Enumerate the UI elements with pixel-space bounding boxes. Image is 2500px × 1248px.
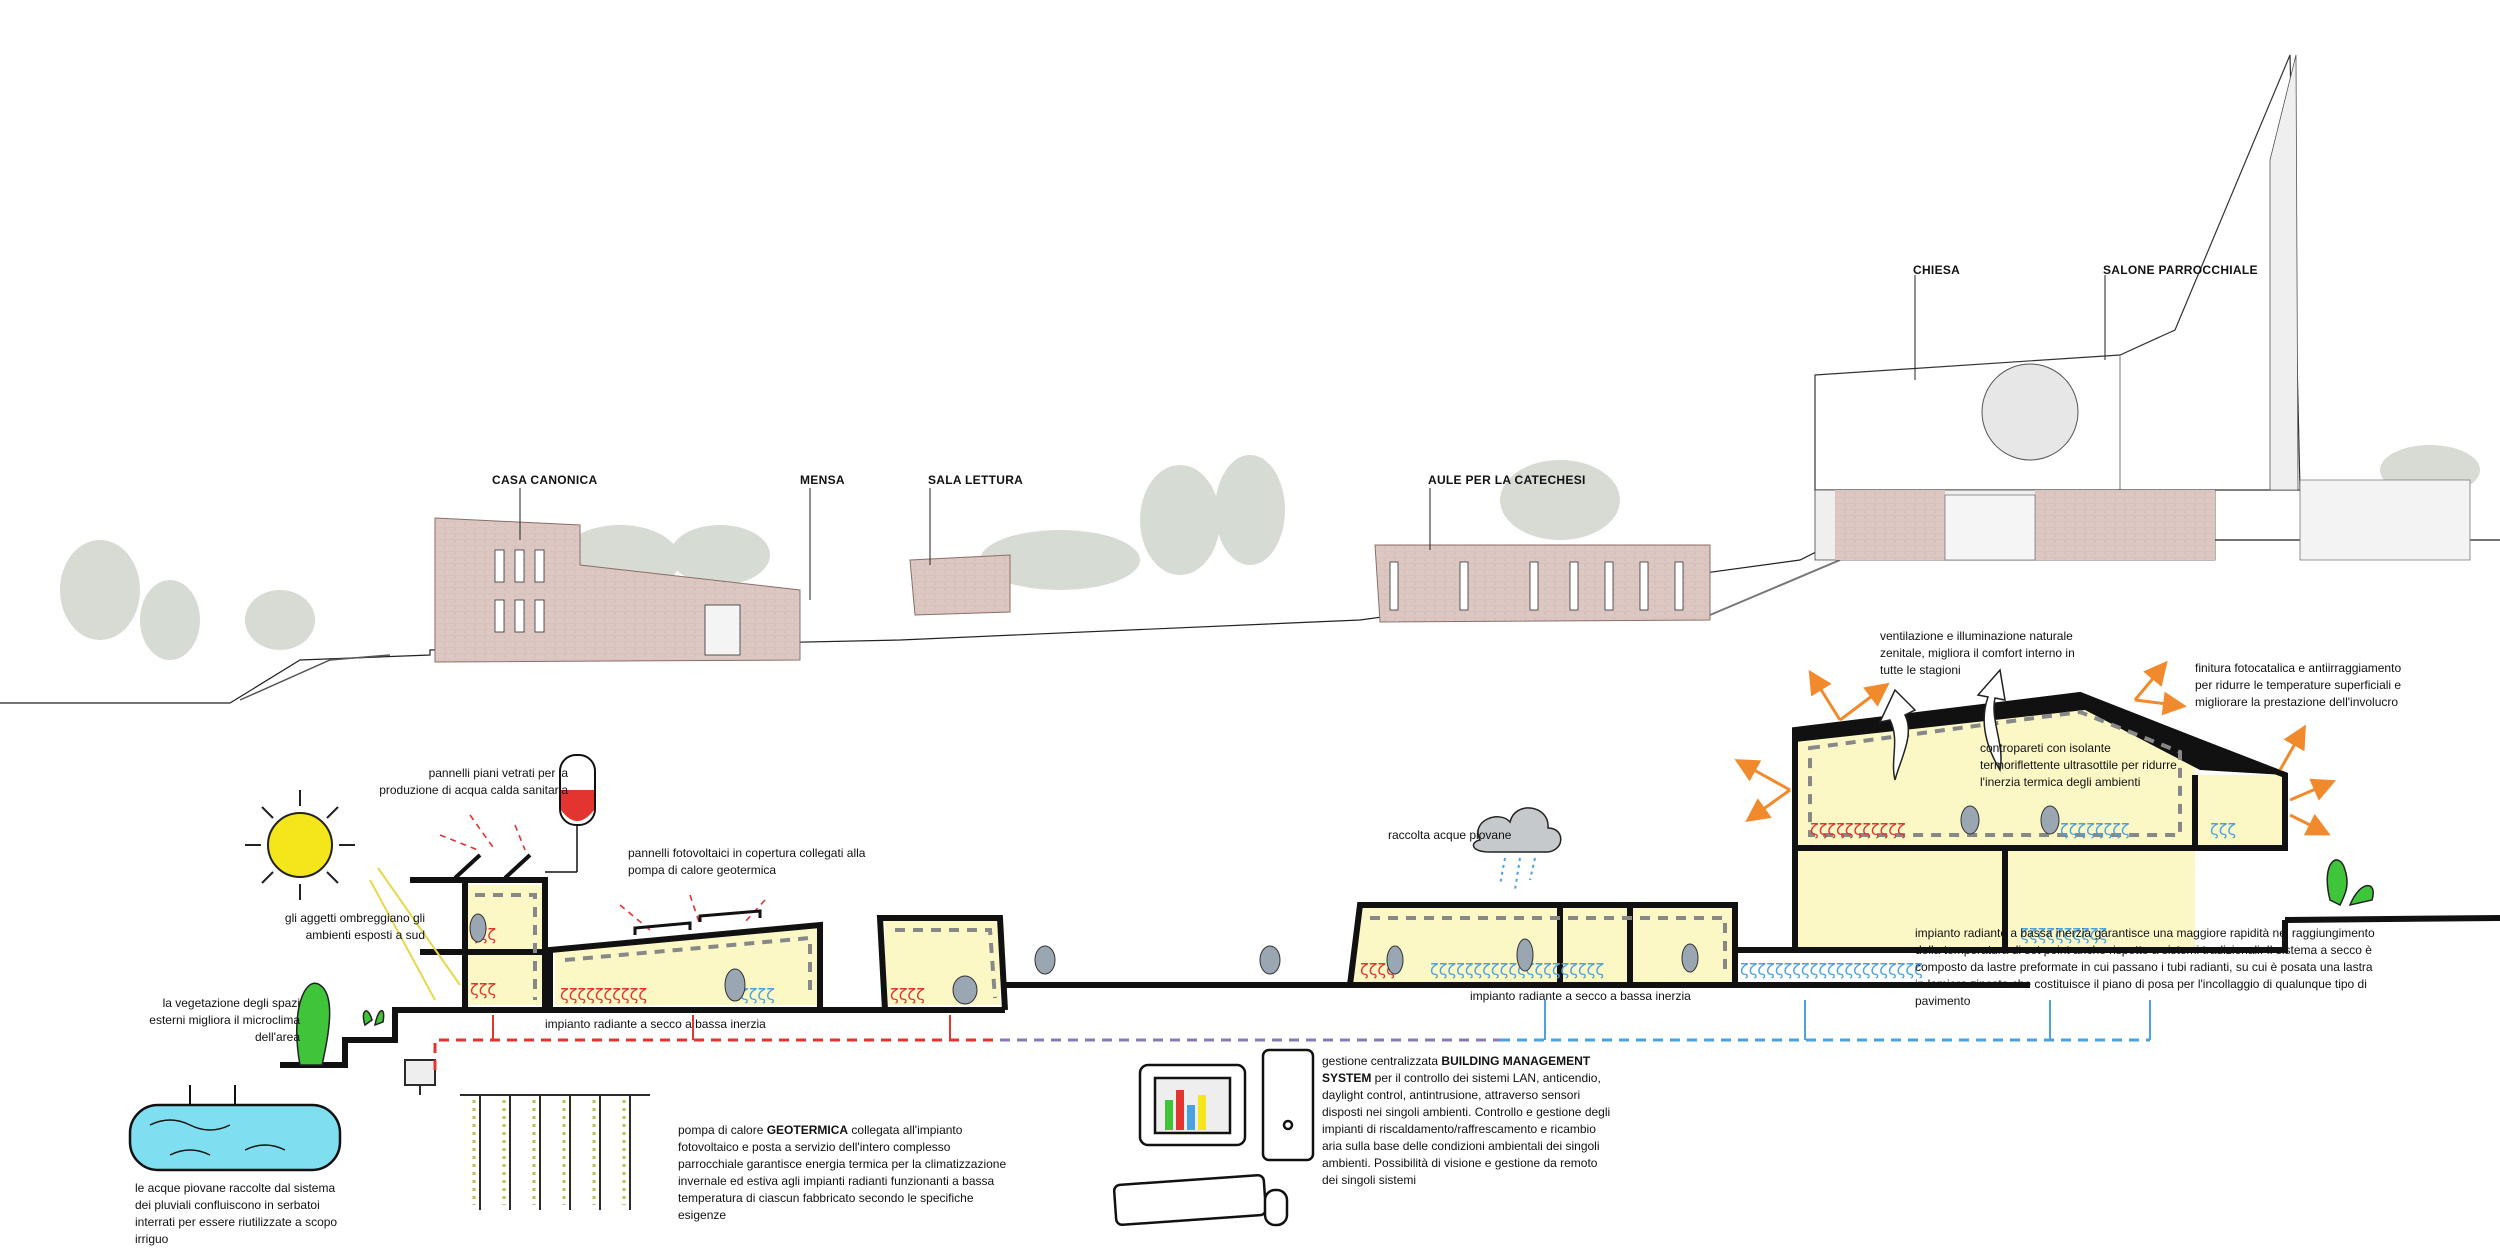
svg-text:ζζζζ: ζζζζ [1360,960,1395,979]
building-aule-catechesi [1374,544,1711,623]
sun-icon [245,790,355,900]
roof-fill [1795,695,2285,775]
note-raccolta-acque: raccolta acque piovane [1388,828,1512,842]
note-pannelli-piani: pannelli piani vetrati per la produzione… [379,766,568,797]
label-salone-parrocchiale: SALONE PARROCCHIALE [2103,263,2258,277]
svg-text:ζζζ: ζζζ [2210,820,2236,839]
rainwater-cistern-icon [128,1085,342,1172]
label-mensa: MENSA [800,473,845,487]
solar-thermal-panels-icon [453,853,532,880]
geothermal-probes-icon [404,1059,650,1210]
note-pannelli-fotovoltaici: pannelli fotovoltaici in copertura colle… [628,846,866,877]
svg-text:ζζζζ: ζζζζ [890,985,925,1004]
rain-cloud-icon [1472,807,1562,891]
svg-text:ζζζ: ζζζ [470,980,496,999]
note-aggetti: gli aggetti ombreggiano gli ambienti esp… [284,911,425,942]
distribution-risers [492,1000,2151,1040]
note-impianto-radiante-long: impianto radiante a bassa inerzia garant… [1915,926,2375,1008]
heat-reflection-arrows [1734,660,2337,836]
svg-text:ζζζζζζζζζζ: ζζζζζζζζζζ [560,985,647,1004]
sun-rays [369,867,461,1001]
stair-left [239,654,391,701]
note-impianto-radiante-2: impianto radiante a secco a bassa inerzi… [1470,989,1691,1003]
svg-text:ζζζζζζζζ: ζζζζζζζζ [2060,820,2130,839]
note-pompa-geotermica: pompa di calore GEOTERMICA collegata all… [678,1123,1007,1222]
label-aule-catechesi: AULE PER LA CATECHESI [1428,473,1586,487]
geothermal-probes-fill [472,1100,626,1205]
plant-icon [296,859,2374,1066]
building-sala-lettura [909,554,1011,616]
stair-right [1709,559,1841,616]
pv-panels-icon [633,909,762,935]
svg-text:ζζζζ: ζζζζ [740,985,775,1004]
note-impianto-radiante-1: impianto radiante a secco a bassa inerzi… [545,1017,766,1031]
insulation-dashes [475,709,2182,1000]
radiant-heating-cool: ζζζζ ζζζζζζζζζζζζζζζζζζζζ ζζζζζζζζζζζζζζ… [740,820,2236,1004]
svg-text:ζζζζζζζζζζζζζζζζζζζζζ: ζζζζζζζζζζζζζζζζζζζζζ [1740,960,1923,979]
ventilation-arrows [1878,668,2006,781]
building-right [2299,479,2471,561]
thermal-distribution-line [433,1038,2150,1070]
building-chiesa [1814,54,2301,561]
note-contropareti: contropareti con isolante termorifletten… [1980,741,2177,789]
note-acque-piovane: le acque piovane raccolte dal sistema de… [135,1181,338,1246]
label-chiesa: CHIESA [1913,263,1961,277]
hot-water-tank-icon [545,754,596,873]
note-finitura: finitura fotocatalica e antiirraggiament… [2195,661,2402,709]
note-bms: gestione centralizzata BUILDING MANAGEME… [1322,1054,1611,1187]
note-ventilazione: ventilazione e illuminazione naturale ze… [1880,629,2075,677]
svg-text:ζζζζζζζζζζ: ζζζζζζζζζζ [2020,925,2107,944]
leader-lines [519,275,2106,600]
elevation [0,54,2500,704]
svg-text:ζζζζζζζζζζζζζζζζζζζζ: ζζζζζζζζζζζζζζζζζζζζ [1430,960,1604,979]
note-vegetazione: la vegetazione degli spazi esterni migli… [149,996,300,1044]
label-sala-lettura: SALA LETTURA [928,473,1024,487]
computer-icon [1112,1048,1315,1227]
people-silhouettes [469,805,2060,1005]
label-casa-canonica: CASA CANONICA [492,473,598,487]
svg-text:ζζζζζζζζζζζ: ζζζζζζζζζζζ [1810,820,1906,839]
